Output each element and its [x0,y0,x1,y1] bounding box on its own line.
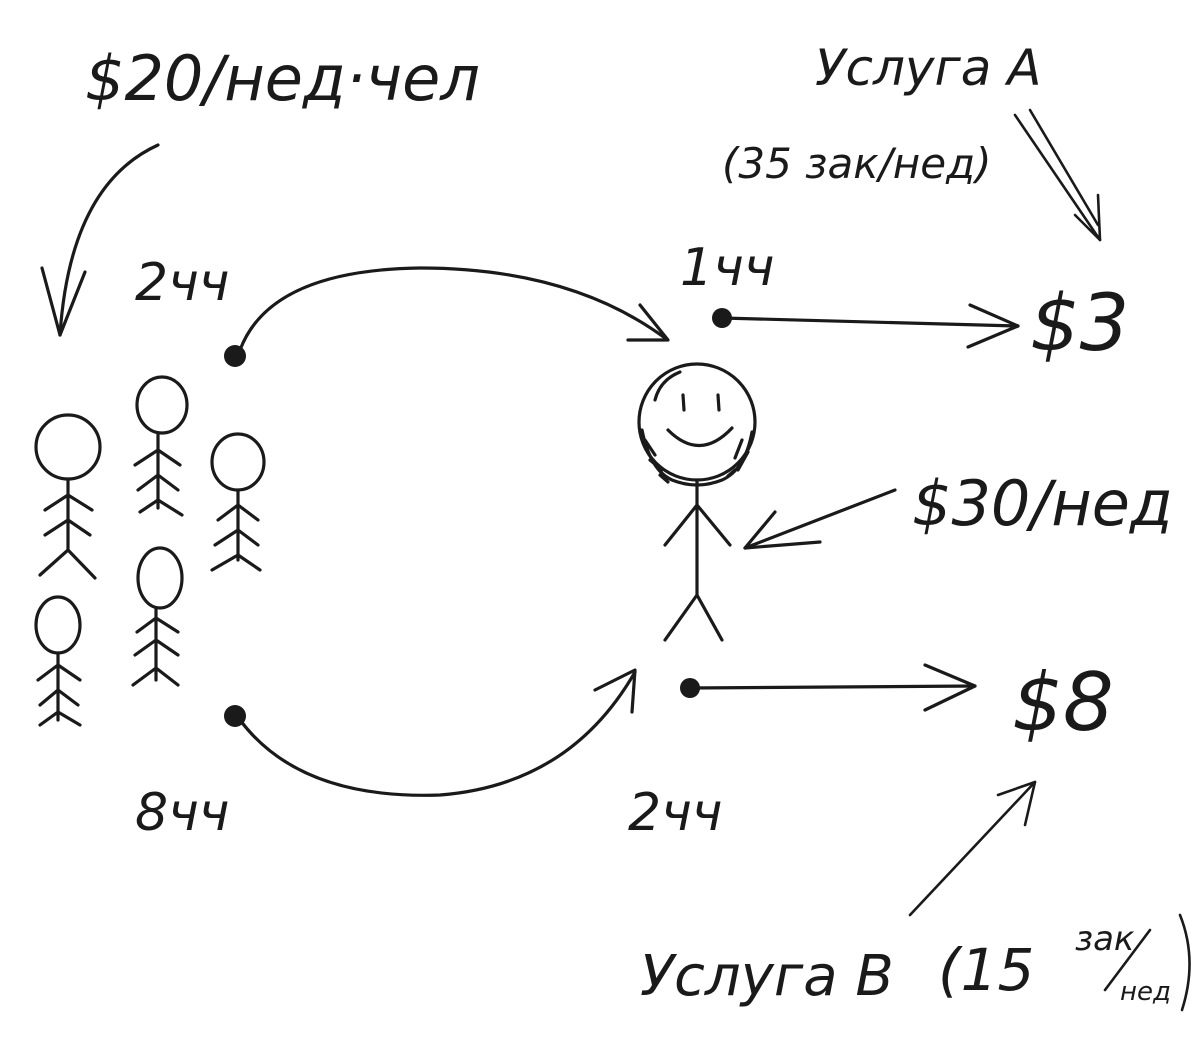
service-b-arrow [908,780,1037,917]
price-b-label: $8 [1012,656,1114,749]
service-a-title: Услуга A [815,39,1042,97]
employee-figure-4 [34,595,82,727]
owner-figure [637,362,757,642]
employee-figure-3 [210,432,266,572]
bottom-flow-arrow [238,670,637,797]
service-b-arrow-head [996,780,1037,827]
rate-per-person-label: $20/нед·чел [85,42,480,115]
left-top-dot [224,345,246,367]
price-a-arrow-head [966,303,1020,349]
left-bottom-dot [224,705,246,727]
left-top-hours-label: 2чч [135,253,230,313]
owner-beard [640,428,754,487]
service-a-arrow-2 [1028,108,1100,227]
employee-figure-1 [34,413,102,580]
rate-arrow-head [40,266,87,337]
service-b-count: (15 [938,936,1034,1004]
price-b-arrow-head [923,663,977,712]
bottom-flow-arrow-head [593,668,637,714]
price-b-arrow [688,684,977,690]
right-bottom-hours-label: 2чч [628,783,723,843]
price-a-arrow [720,316,1020,328]
owner-rate-arrow [743,488,897,550]
top-flow-arrow [238,266,667,352]
top-flow-arrow-head [626,303,670,342]
employee-figure-5 [131,546,184,687]
right-top-dot [712,308,732,328]
service-b-unit-top: зак [1075,919,1135,959]
service-b-unit-slash [1103,928,1152,992]
service-b-unit-bottom: нед [1120,977,1171,1007]
right-bottom-dot [680,678,700,698]
employee-figure-2 [133,375,189,517]
service-a-orders: (35 зак/нед) [722,139,992,188]
rate-arrow [58,143,160,337]
service-b-close-paren [1178,913,1191,1012]
owner-rate-label: $30/нед [912,467,1173,540]
service-a-arrow-head [1073,193,1102,242]
service-b-title: Услуга B [640,944,894,1009]
service-a-arrow [1013,113,1102,242]
price-a-label: $3 [1030,279,1129,369]
right-top-hours-label: 1чч [680,238,775,298]
left-bottom-hours-label: 8чч [135,783,230,843]
owner-rate-arrow-head [743,510,822,550]
